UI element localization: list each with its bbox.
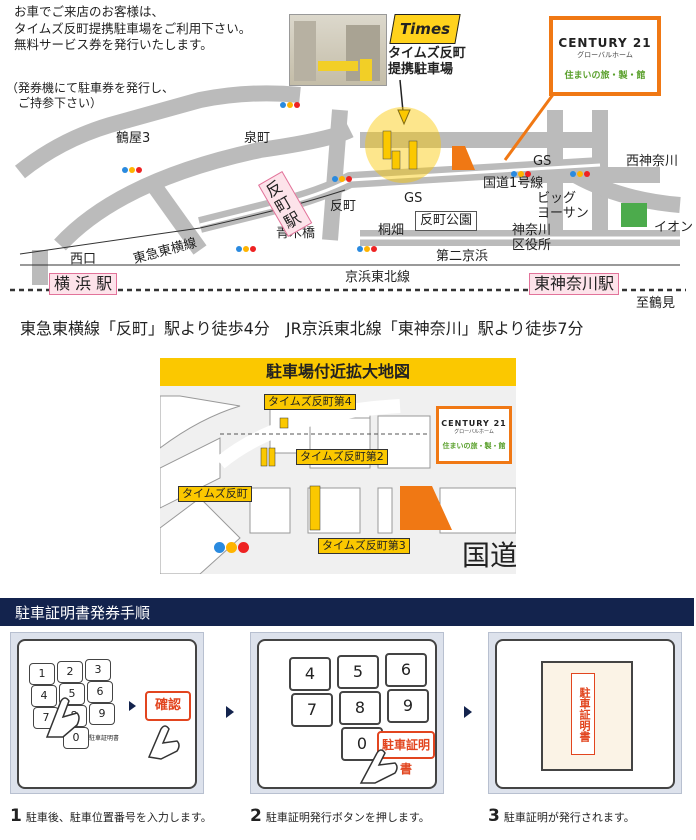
keypad-key: 4 [31, 685, 57, 707]
traffic-light-icon [357, 246, 377, 252]
next-arrow-icon [464, 706, 472, 718]
road-mid-left [54, 122, 354, 251]
step-1-panel: 1 2 3 4 5 6 7 8 9 0 駐車証明書 確認 [10, 632, 204, 794]
tag-lot4: タイムズ反町第4 [264, 394, 356, 410]
label-nishiguchi: 西口 [70, 252, 97, 267]
label-kanagawa-ward: 神奈川 区役所 [512, 223, 552, 253]
parking-lot-marker [391, 150, 401, 170]
finger-icon [359, 749, 398, 784]
step-3-panel: 駐車証明書 [488, 632, 682, 794]
keypad-key: 6 [87, 681, 113, 703]
finger-icon [147, 725, 180, 760]
aeon-marker [621, 203, 647, 227]
label-big-yosan: ビッグ ヨーサン [537, 191, 589, 221]
traffic-light-icon [570, 171, 590, 177]
zoom-map: 駐車場付近拡大地図 タイムズ反町第4 タイムズ反町第2 タイムズ反町 タイムズ反… [160, 358, 516, 574]
times-logo: Times [389, 14, 461, 44]
label-aeon: イオン [654, 220, 694, 235]
label-gs-2: GS [404, 191, 423, 206]
zoom-map-title: 駐車場付近拡大地図 [160, 358, 516, 386]
traffic-light-icon [511, 171, 531, 177]
century21-office-marker [400, 486, 452, 530]
label-tsuruya3: 鶴屋3 [116, 131, 151, 146]
keypad-key: 5 [337, 655, 379, 689]
traffic-light-icon [280, 102, 300, 108]
label-to-tsurumi: 至鶴見 [636, 296, 676, 311]
intro-text: お車でご来店のお客様は、 タイムズ反町提携駐車場をご利用下さい。 無料サービス券… [14, 4, 252, 52]
label-daini-keihin: 第二京浜 [436, 249, 489, 264]
ticket-steps: 駐車証明書発券手順 1 2 3 4 5 6 7 8 9 0 駐車証明書 確認 4… [0, 598, 696, 840]
parking-lot-marker [382, 130, 392, 160]
keypad-key: 9 [89, 703, 115, 725]
keypad-label: 駐車証明書 [89, 735, 120, 742]
lot4-marker [279, 417, 289, 429]
steps-title: 駐車証明書発券手順 [0, 598, 694, 626]
road-vertical-center [322, 109, 348, 241]
label-keihin-tohoku-line: 京浜東北線 [345, 270, 411, 285]
keypad-key: 1 [29, 663, 55, 685]
tag-lot1: タイムズ反町 [178, 486, 252, 502]
times-parking-label: タイムズ反町 提携駐車場 [388, 46, 466, 77]
parking-lot-marker [408, 140, 418, 170]
finger-icon [45, 697, 80, 738]
tanmachi-park: 反町公園 [415, 211, 478, 231]
road-diag-left [143, 175, 207, 255]
label-nishi-kanagawa: 西神奈川 [626, 154, 679, 169]
station-higashi-kanagawa: 東神奈川駅 [529, 273, 620, 295]
label-tanmachi: 反町 [330, 199, 357, 214]
step-2-panel: 4 5 6 7 8 9 0 駐車証明書 [250, 632, 444, 794]
access-caption: 東急東横線「反町」駅より徒歩4分 JR京浜東北線「東神奈川」駅より徒歩7分 [20, 319, 584, 338]
keypad-key: 0 [63, 727, 89, 749]
keypad-key: 2 [57, 661, 83, 683]
keypad-key: 4 [289, 657, 331, 691]
confirm-button: 確認 [145, 691, 191, 721]
certificate-doc-label: 駐車証明書 [571, 673, 595, 755]
keypad-key: 6 [385, 653, 427, 687]
c21-pointer-line [503, 84, 562, 161]
century21-logo-small: CENTURY 21 グローバルホーム 住まいの旅・製・館 [436, 406, 512, 464]
traffic-light-icon [332, 176, 352, 182]
label-route1: 国道1号線 [483, 176, 544, 191]
parking-photo [289, 14, 387, 86]
label-road: 国道 [462, 539, 516, 572]
keypad-key: 7 [291, 693, 333, 727]
keypad-key: 8 [339, 691, 381, 725]
area-map-roads [10, 79, 686, 292]
certificate-document: 駐車証明書 [541, 661, 633, 771]
intro-note: （発券機にて駐車券を発行し、 ご持参下さい） [6, 81, 175, 110]
traffic-light-icon [122, 167, 142, 173]
road-to-aeon [571, 167, 681, 213]
label-gs: GS [533, 154, 552, 169]
area-map: お車でご来店のお客様は、 タイムズ反町提携駐車場をご利用下さい。 無料サービス券… [0, 0, 696, 311]
keypad-key: 9 [387, 689, 429, 723]
century21-office-marker [452, 146, 475, 170]
tag-lot3: タイムズ反町第3 [318, 538, 410, 554]
label-kiribata: 桐畑 [378, 223, 405, 238]
century21-logo: CENTURY 21 グローバルホーム 住まいの旅・製・館 [549, 16, 661, 96]
station-yokohama: 横 浜 駅 [49, 273, 118, 295]
arrow-icon [129, 701, 136, 711]
lot2-marker [268, 447, 276, 467]
lot3-marker [309, 485, 321, 531]
label-izumicho: 泉町 [244, 131, 271, 146]
tag-lot2: タイムズ反町第2 [296, 449, 388, 465]
next-arrow-icon [226, 706, 234, 718]
traffic-light-icon [214, 542, 249, 553]
road-upper-left [15, 85, 301, 179]
traffic-light-icon [236, 246, 256, 252]
lot2-marker [260, 447, 268, 467]
parking-highlight-circle [365, 107, 441, 183]
times-pointer-arrow [397, 109, 411, 126]
keypad-key: 3 [85, 659, 111, 681]
certificate-button: 駐車証明書 [377, 731, 435, 776]
